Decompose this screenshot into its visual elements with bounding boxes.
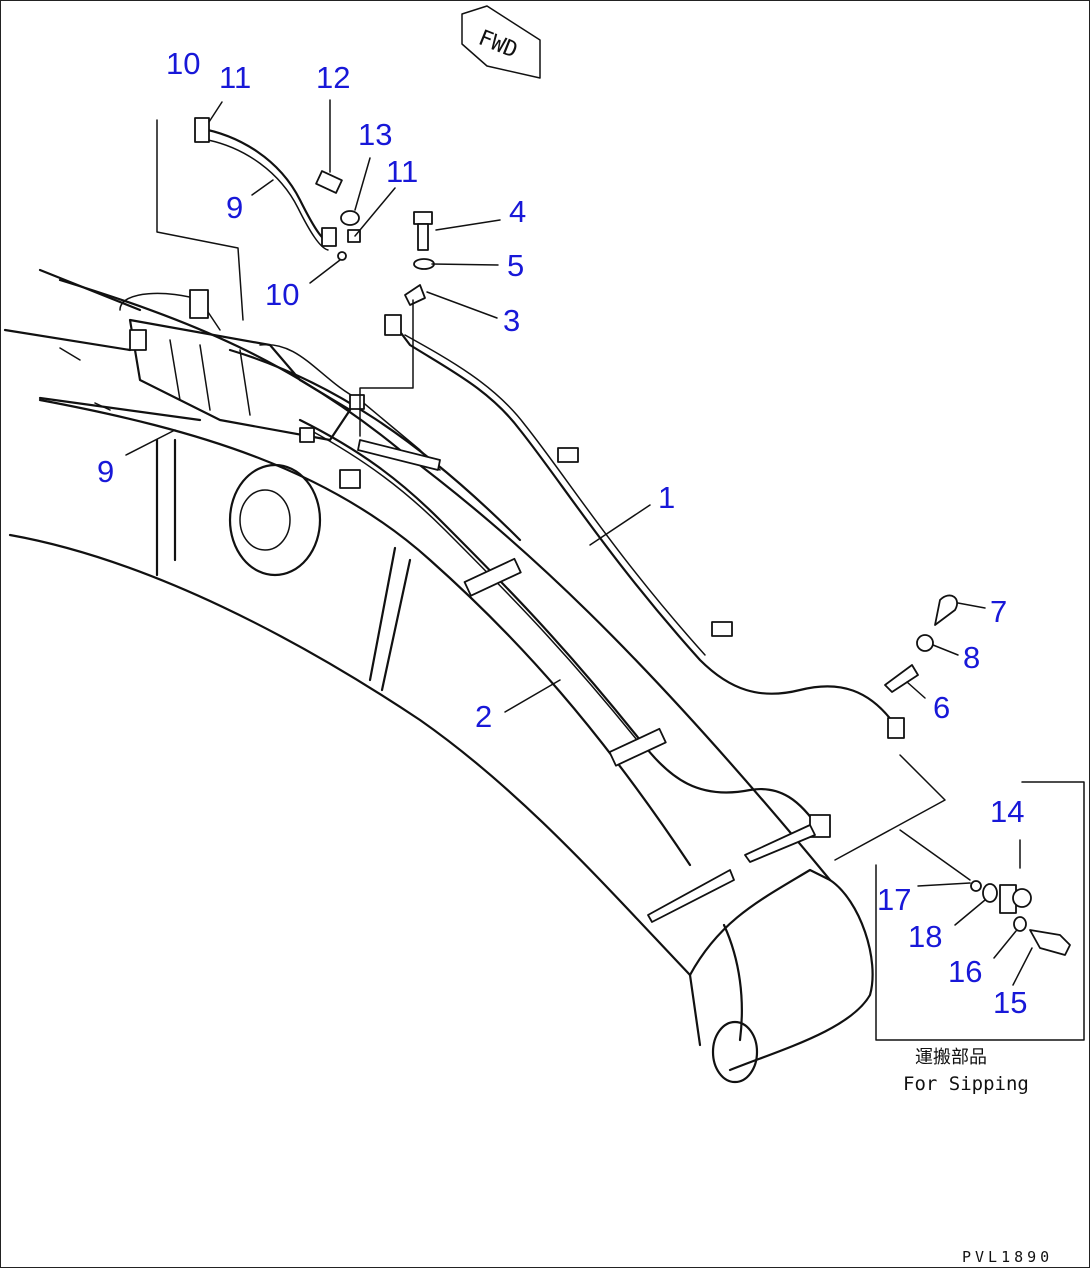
hardware-top (194, 117, 435, 306)
callout-14: 14 (990, 794, 1024, 829)
shipping-label-en: For Sipping (903, 1073, 1029, 1095)
callout-11: 11 (386, 154, 418, 189)
fwd-label: FWD (475, 26, 521, 64)
callout-9: 9 (226, 190, 243, 225)
pipe-2 (298, 418, 822, 832)
callout-16: 16 (948, 954, 982, 989)
callout-10: 10 (265, 277, 299, 312)
hardware-shipping (970, 880, 1071, 956)
pipe-1 (393, 323, 897, 727)
drawing-code: PVL1890 (962, 1248, 1053, 1266)
callout-1: 1 (658, 480, 675, 515)
callout-13: 13 (358, 117, 392, 152)
callout-3: 3 (503, 303, 520, 338)
callout-9: 9 (97, 454, 114, 489)
callout-10: 10 (166, 46, 200, 81)
callout-8: 8 (963, 640, 980, 675)
shipping-box: 運搬部品 For Sipping (875, 781, 1085, 1095)
callout-7: 7 (990, 594, 1007, 629)
hose-9-upper (196, 126, 332, 243)
pipe-1-inner (404, 334, 706, 656)
pipe-clamps (129, 289, 905, 923)
callout-12: 12 (316, 60, 350, 95)
callout-2: 2 (475, 699, 492, 734)
callout-18: 18 (908, 919, 942, 954)
callout-17: 17 (877, 882, 911, 917)
callout-4: 4 (509, 194, 526, 229)
shipping-label-jp: 運搬部品 (915, 1047, 987, 1068)
callout-11: 11 (219, 60, 251, 95)
callout-15: 15 (993, 985, 1027, 1020)
callout-6: 6 (933, 690, 950, 725)
hardware-right (884, 594, 958, 693)
fwd-arrow: FWD (461, 5, 541, 79)
boom-body (8, 278, 874, 1084)
callout-labels: 10 11 12 13 11 9 4 5 10 3 9 1 7 8 6 2 14… (97, 46, 1027, 1020)
cylinder-assembly (3, 268, 441, 471)
pipe-2-inner (309, 429, 646, 751)
callout-5: 5 (507, 248, 524, 283)
leader-lines (125, 99, 1033, 986)
